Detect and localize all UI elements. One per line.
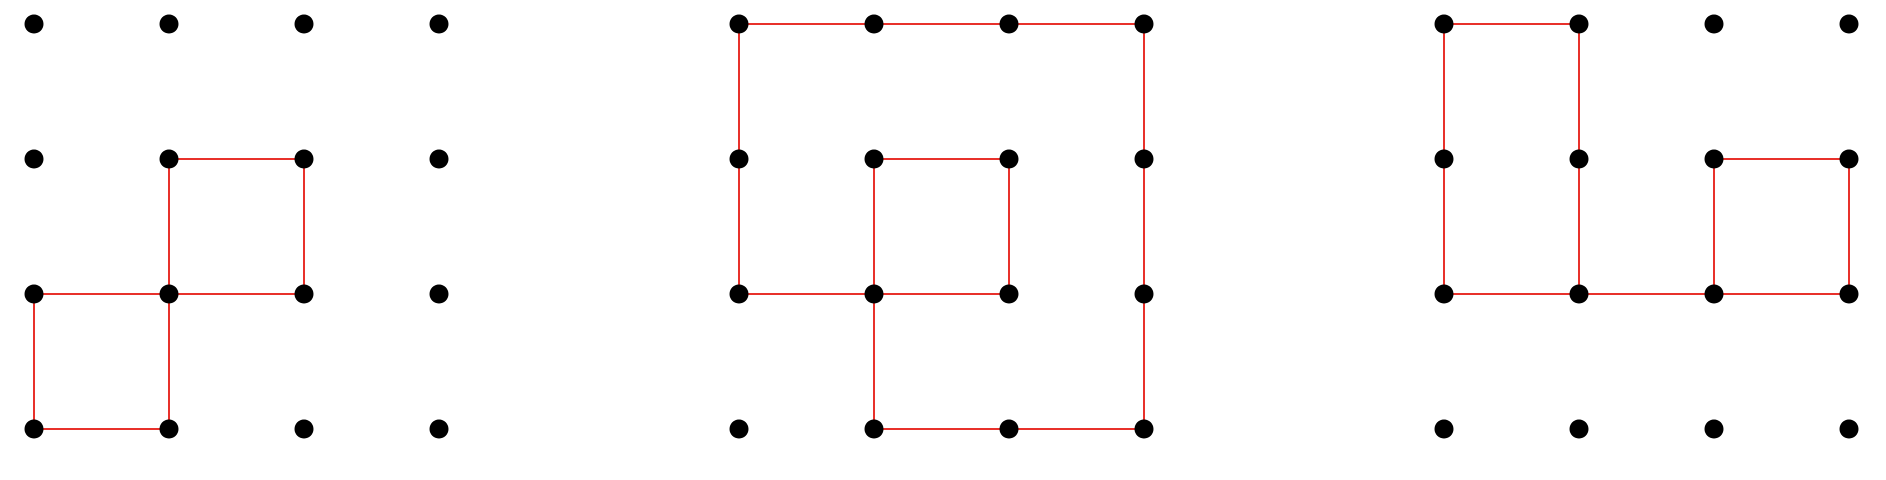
dot-grid-panel-2 [729,14,1154,439]
grid-dot [24,149,44,169]
grid-dot [24,284,44,304]
grid-dot [999,284,1019,304]
grid-dot [159,284,179,304]
grid-dot [159,149,179,169]
grid-dot [999,14,1019,34]
grid-dot [159,419,179,439]
grid-dot [1434,14,1454,34]
grid-dot [1134,149,1154,169]
grid-dot [1839,149,1859,169]
grid-dot [1134,14,1154,34]
grid-dot [1569,284,1589,304]
grid-dot [1839,14,1859,34]
grid-dot [1434,419,1454,439]
grid-dot [1704,14,1724,34]
grid-dot [729,14,749,34]
grid-dot [1839,284,1859,304]
dot-grid-panel-3 [1434,14,1859,439]
grid-dot [429,419,449,439]
grid-dot [159,14,179,34]
grid-dot [729,419,749,439]
grid-dot [729,284,749,304]
grid-dot [24,419,44,439]
grid-dot [864,149,884,169]
grid-dot [1704,419,1724,439]
grid-dot [999,149,1019,169]
grid-dot [1434,149,1454,169]
grid-dot [1569,149,1589,169]
grid-dot [294,419,314,439]
grid-dot [1704,149,1724,169]
grid-dot [294,14,314,34]
grid-dot [1569,419,1589,439]
grid-dot [429,14,449,34]
grid-dot [864,284,884,304]
grid-dot [1704,284,1724,304]
grid-dot [999,419,1019,439]
grid-dot [1839,419,1859,439]
grid-dot [294,284,314,304]
grid-dot [294,149,314,169]
grid-dot [1134,284,1154,304]
grid-dot [24,14,44,34]
grid-dot [429,284,449,304]
grid-dot [429,149,449,169]
grid-dot [1134,419,1154,439]
grid-dot [1569,14,1589,34]
grid-dot [864,419,884,439]
dot-grid-panel-1 [24,14,449,439]
grid-dot [864,14,884,34]
grid-dot [1434,284,1454,304]
grid-dot [729,149,749,169]
